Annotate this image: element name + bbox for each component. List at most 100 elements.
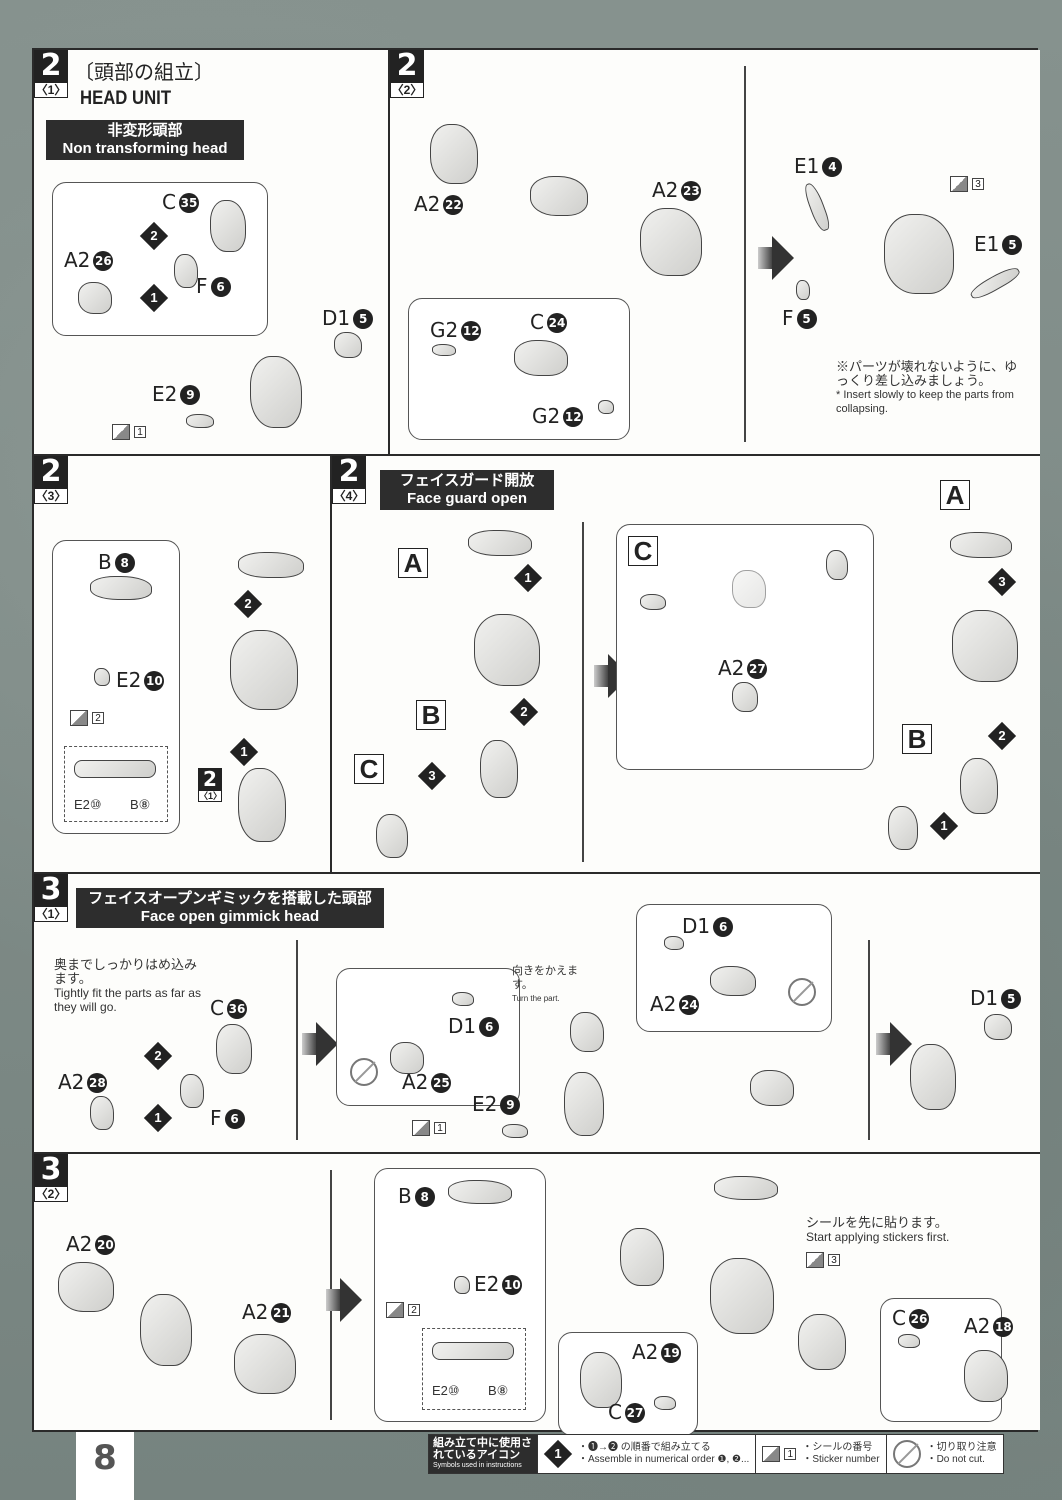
order-marker-2: 2 — [139, 221, 169, 251]
turn-note: 向きをかえます。 Turn the part. — [512, 965, 578, 1003]
step-badge: 2 〈1〉 — [34, 50, 68, 98]
order-marker-2: 2 — [233, 589, 263, 619]
part-c24 — [514, 340, 568, 376]
part-e15 — [968, 263, 1022, 303]
panel-3-1: 3 〈1〉 フェイスオープンギミックを搭載した頭部 Face open gimm… — [34, 874, 1040, 1154]
next-step-arrow — [876, 1022, 912, 1066]
step-badge: 2 〈4〉 — [332, 456, 366, 504]
part-a223 — [640, 208, 702, 276]
variant-banner: フェイスガード開放 Face guard open — [380, 470, 554, 510]
order-marker-3: 3 — [417, 761, 447, 791]
part-e210 — [454, 1276, 470, 1294]
step-number: 2 — [34, 456, 68, 488]
part-turned — [570, 1012, 604, 1052]
step-sub: 〈2〉 — [34, 1186, 68, 1202]
part-e210 — [94, 668, 110, 686]
part-a225 — [390, 1042, 424, 1074]
page-number: 8 — [76, 1432, 134, 1500]
legend-sticker: 1 ・シールの番号 ・Sticker number — [755, 1435, 885, 1473]
panel-2-4: 2 〈4〉 フェイスガード開放 Face guard open A 1 B 2 … — [332, 456, 1040, 874]
step-sub: 〈1〉 — [34, 82, 68, 98]
part-e29 — [186, 414, 214, 428]
part-a227 — [732, 682, 758, 712]
assembled-head — [884, 214, 954, 294]
part-assembly-core — [530, 176, 588, 216]
assembled-head — [474, 614, 540, 686]
part-a224 — [710, 966, 756, 996]
divider — [744, 66, 746, 442]
sticker-icon — [412, 1120, 430, 1136]
part-a218 — [964, 1350, 1008, 1402]
sticker-icon — [112, 424, 130, 440]
step-sub: 〈4〉 — [332, 488, 366, 504]
part-b8-top — [238, 552, 304, 578]
assembled-head — [710, 1258, 774, 1334]
box-label-c: C — [354, 754, 384, 784]
part-g212 — [432, 344, 456, 356]
part-d15 — [334, 332, 362, 358]
caution-note: ※パーツが壊れないように、ゆっくり差し込みましょう。 * Insert slow… — [836, 359, 1018, 416]
legend-header: 組み立て中に使用されているアイコン Symbols used in instru… — [429, 1435, 537, 1473]
step-number: 2 — [390, 50, 424, 82]
part-b8-top — [714, 1176, 778, 1200]
legend-order: 1 ・❶→❷ の順番で組み立てる ・Assemble in numerical … — [537, 1435, 755, 1473]
part-a226 — [78, 282, 112, 314]
box-label-c-detail: C — [628, 536, 658, 566]
order-marker-1: 1 — [143, 1103, 173, 1133]
runner-label: B⑧ — [488, 1383, 509, 1398]
part-c-left — [640, 594, 666, 610]
divider — [582, 522, 584, 862]
step-badge: 3 〈1〉 — [34, 874, 68, 922]
box-label-a-right: A — [940, 480, 970, 510]
part-c26 — [898, 1334, 920, 1348]
part-a — [468, 530, 532, 556]
do-not-cut-icon — [350, 1058, 378, 1086]
part-b — [480, 740, 518, 798]
part-a221 — [234, 1334, 296, 1394]
part-c-right-assembled — [888, 806, 918, 850]
part-a219-mounted — [620, 1228, 664, 1286]
part-c — [376, 814, 408, 858]
step-number: 3 — [34, 874, 68, 906]
assembled-head — [230, 630, 298, 710]
legend-nocut: ・切り取り注意 ・Do not cut. — [885, 1435, 1003, 1473]
sticker-ref: 2 — [386, 1302, 420, 1318]
step-number: 3 — [34, 1154, 68, 1186]
sticker-icon — [386, 1302, 404, 1318]
part-b-right — [960, 758, 998, 814]
part-d16 — [664, 936, 684, 950]
sticker-first-note: シールを先に貼ります。 Start applying stickers firs… — [806, 1215, 950, 1245]
assembled-head-core — [250, 356, 302, 428]
sticker-icon — [762, 1446, 781, 1462]
sticker-ref: 1 — [412, 1120, 446, 1136]
sticker-ref: 3 — [950, 176, 984, 192]
part-a218-mounted — [798, 1314, 846, 1370]
sticker-icon — [806, 1252, 824, 1268]
do-not-cut-icon — [788, 978, 816, 1006]
fit-note: 奥までしっかりはめ込みます。 Tightly fit the parts as … — [54, 957, 201, 1015]
divider — [296, 940, 298, 1140]
order-marker-2: 2 — [509, 697, 539, 727]
part-b8 — [90, 576, 152, 600]
runner-detail — [422, 1328, 526, 1410]
